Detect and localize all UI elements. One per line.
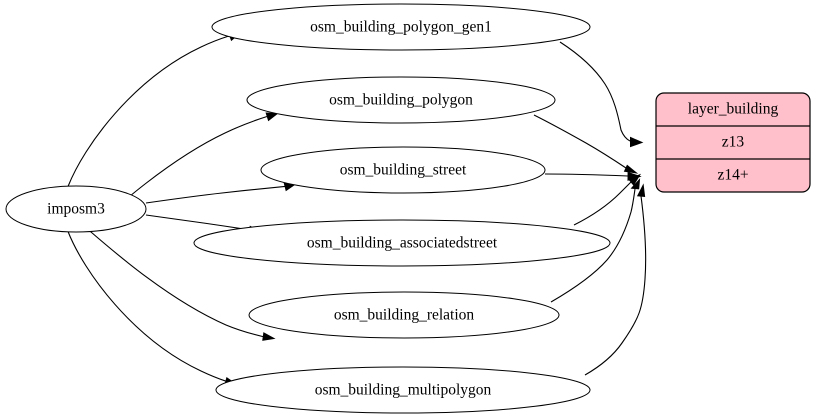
layer-building-box[interactable] <box>655 92 811 193</box>
node-imposm3[interactable]: imposm3 <box>5 185 147 233</box>
arrowhead-z14plus-d <box>630 178 641 190</box>
arrowhead-z14plus-a <box>623 164 639 174</box>
node-imposm3-label: imposm3 <box>47 201 105 218</box>
edge-multipolygon-to-z14plus <box>584 195 647 376</box>
node-osm-building-relation-shape[interactable] <box>248 291 560 339</box>
node-osm-building-associatedstreet-shape[interactable] <box>193 219 611 267</box>
node-osm-building-associatedstreet[interactable]: osm_building_associatedstreet <box>193 219 611 267</box>
node-osm-building-street[interactable]: osm_building_street <box>260 146 546 194</box>
edge-associatedstreet-to-z14plus <box>573 181 632 226</box>
arrowhead-z14plus-c <box>627 173 642 186</box>
edge-relation-to-z14plus <box>550 188 636 303</box>
arrowhead-polygon <box>265 112 279 122</box>
edge-imposm3-to-polygon-gen1 <box>67 35 231 187</box>
node-osm-building-polygon-gen1-label: osm_building_polygon_gen1 <box>310 19 492 36</box>
edge-street-to-z14plus <box>544 173 629 177</box>
layer-building-title: layer_building <box>688 101 779 118</box>
arrowhead-relation <box>262 332 276 341</box>
node-osm-building-polygon-shape[interactable] <box>246 76 556 124</box>
layer-building-row-z14plus[interactable]: z14+ <box>717 167 748 184</box>
node-osm-building-multipolygon[interactable]: osm_building_multipolygon <box>215 366 591 414</box>
node-osm-building-relation[interactable]: osm_building_relation <box>248 291 560 339</box>
node-osm-building-polygon[interactable]: osm_building_polygon <box>246 76 556 124</box>
layer-building-row-z13[interactable]: z13 <box>722 134 745 151</box>
edge-polygon-to-z14plus <box>533 114 627 169</box>
arrowhead-z14plus-e <box>636 183 646 197</box>
node-layer-building[interactable]: layer_building z13 z14+ <box>655 92 811 193</box>
node-osm-building-multipolygon-label: osm_building_multipolygon <box>315 382 492 399</box>
arrowhead-z13-port <box>630 136 644 148</box>
edge-imposm3-to-associatedstreet <box>145 214 251 231</box>
edge-imposm3-to-relation <box>88 229 264 338</box>
node-osm-building-associatedstreet-label: osm_building_associatedstreet <box>307 235 498 252</box>
node-osm-building-street-label: osm_building_street <box>340 162 467 179</box>
node-osm-building-street-shape[interactable] <box>260 146 546 194</box>
node-osm-building-polygon-gen1-shape[interactable] <box>211 3 591 51</box>
edge-polygon-gen1-to-z13 <box>559 41 631 142</box>
node-osm-building-polygon-gen1[interactable]: osm_building_polygon_gen1 <box>211 3 591 51</box>
edge-imposm3-to-multipolygon <box>67 231 227 382</box>
edge-group-tables-to-layer <box>533 41 647 376</box>
node-osm-building-multipolygon-shape[interactable] <box>215 366 591 414</box>
edge-imposm3-to-street <box>145 185 286 204</box>
node-imposm3-shape[interactable] <box>5 185 147 233</box>
node-osm-building-polygon-label: osm_building_polygon <box>329 92 473 109</box>
node-osm-building-relation-label: osm_building_relation <box>334 307 475 324</box>
